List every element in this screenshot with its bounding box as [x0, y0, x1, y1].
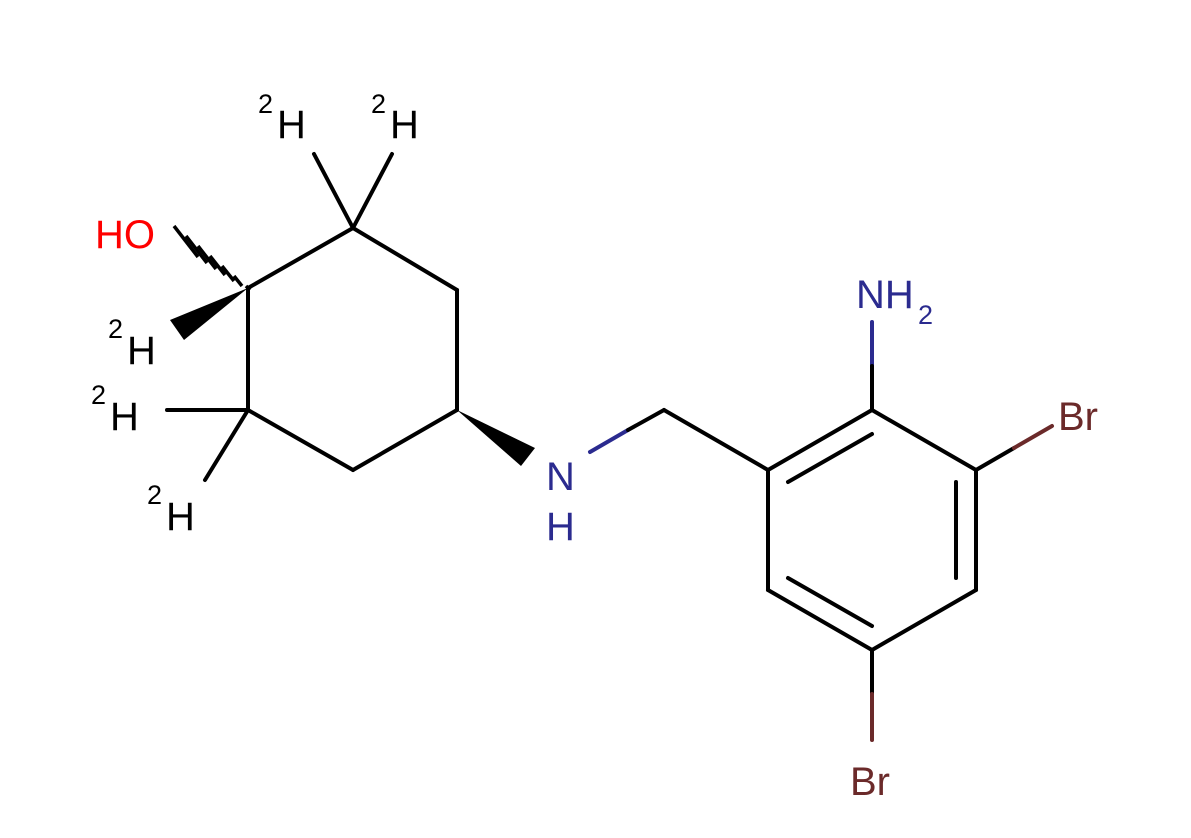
svg-text:2: 2: [108, 314, 123, 344]
deuterium-label-c1: 2 H: [108, 314, 156, 373]
svg-text:N: N: [546, 455, 575, 499]
bond-c2-d-right: [351, 152, 394, 230]
bond-c4-c5: [351, 408, 459, 472]
bromine-label-upper: Br: [1058, 395, 1098, 439]
svg-text:H: H: [277, 103, 306, 147]
svg-text:H: H: [110, 395, 139, 439]
bond-ar5-ar6: [766, 588, 874, 652]
amino-group-label: NH 2: [856, 273, 933, 330]
hashed-wedge-oh: [172, 224, 252, 292]
svg-text:H: H: [390, 103, 419, 147]
svg-text:H: H: [546, 505, 575, 549]
bond-ar4-ar5: [870, 588, 978, 652]
bond-nh-ch2-blue: [588, 428, 630, 454]
hydroxyl-label: HO: [95, 213, 155, 257]
svg-text:2: 2: [371, 89, 386, 119]
bond-c6-d-lower: [203, 408, 250, 482]
bond-ch2-ring: [662, 408, 770, 472]
bromine-label-lower: Br: [850, 760, 890, 804]
bonds: [165, 152, 978, 652]
solid-wedge-d: [170, 288, 248, 340]
hetero-bonds: [588, 320, 1054, 742]
svg-text:2: 2: [258, 89, 273, 119]
svg-text:2: 2: [147, 480, 162, 510]
svg-text:H: H: [127, 329, 156, 373]
bond-c1-c2: [246, 226, 355, 290]
secondary-amine-label: N H: [546, 455, 575, 549]
bond-c5-c6: [246, 408, 355, 472]
bond-ar1-ar2: [766, 408, 874, 472]
deuterium-label-top-left: 2 H: [258, 89, 306, 147]
solid-wedge-nh: [457, 410, 535, 466]
deuterium-label-c6-left: 2 H: [91, 380, 139, 439]
bond-br-upper-black: [974, 446, 1016, 472]
svg-text:2: 2: [91, 380, 106, 410]
deuterium-label-c6-lower: 2 H: [147, 480, 195, 539]
bond-inner-3: [786, 576, 874, 628]
svg-text:NH: NH: [856, 273, 914, 317]
bond-c2-d-left: [312, 152, 355, 230]
bond-nh-ch2-black: [626, 408, 666, 432]
svg-text:H: H: [166, 495, 195, 539]
bond-inner-1: [786, 432, 874, 484]
bond-ar2-ar3: [870, 408, 978, 472]
svg-text:2: 2: [918, 300, 933, 330]
bond-br-upper-red: [1012, 424, 1054, 450]
deuterium-label-top-right: 2 H: [371, 89, 419, 147]
bond-c2-c3: [351, 226, 459, 292]
